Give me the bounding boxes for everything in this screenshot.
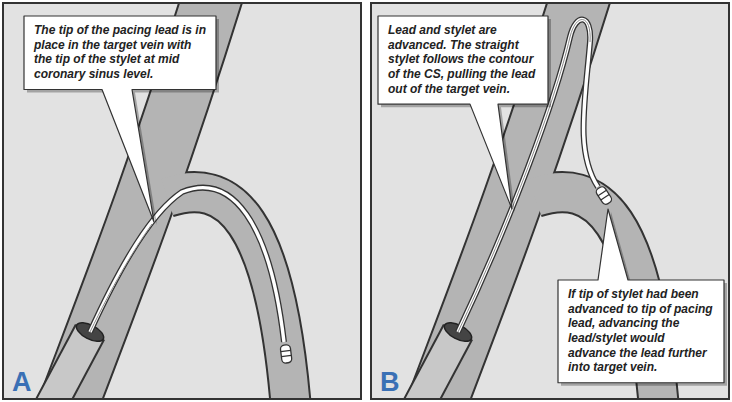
callout-outline (24, 16, 216, 222)
figure-panel: A The tip of the pacing lead is in place … (2, 2, 362, 400)
figure-panel: B Lead and stylet are advanced. The strai… (370, 2, 730, 400)
callout-box: The tip of the pacing lead is in place i… (24, 16, 216, 90)
callout-box: Lead and stylet are advanced. The straig… (378, 16, 548, 104)
callout-outline (378, 16, 548, 209)
panel-letter: B (380, 369, 400, 396)
callout-outline (558, 209, 724, 383)
callout-text: If tip of stylet had been advanced to ti… (568, 287, 715, 375)
callout-box: If tip of stylet had been advanced to ti… (558, 280, 724, 383)
callout-text: The tip of the pacing lead is in place i… (34, 23, 207, 82)
panel-letter: A (12, 369, 32, 396)
callout-text: Lead and stylet are advanced. The straig… (388, 23, 539, 96)
